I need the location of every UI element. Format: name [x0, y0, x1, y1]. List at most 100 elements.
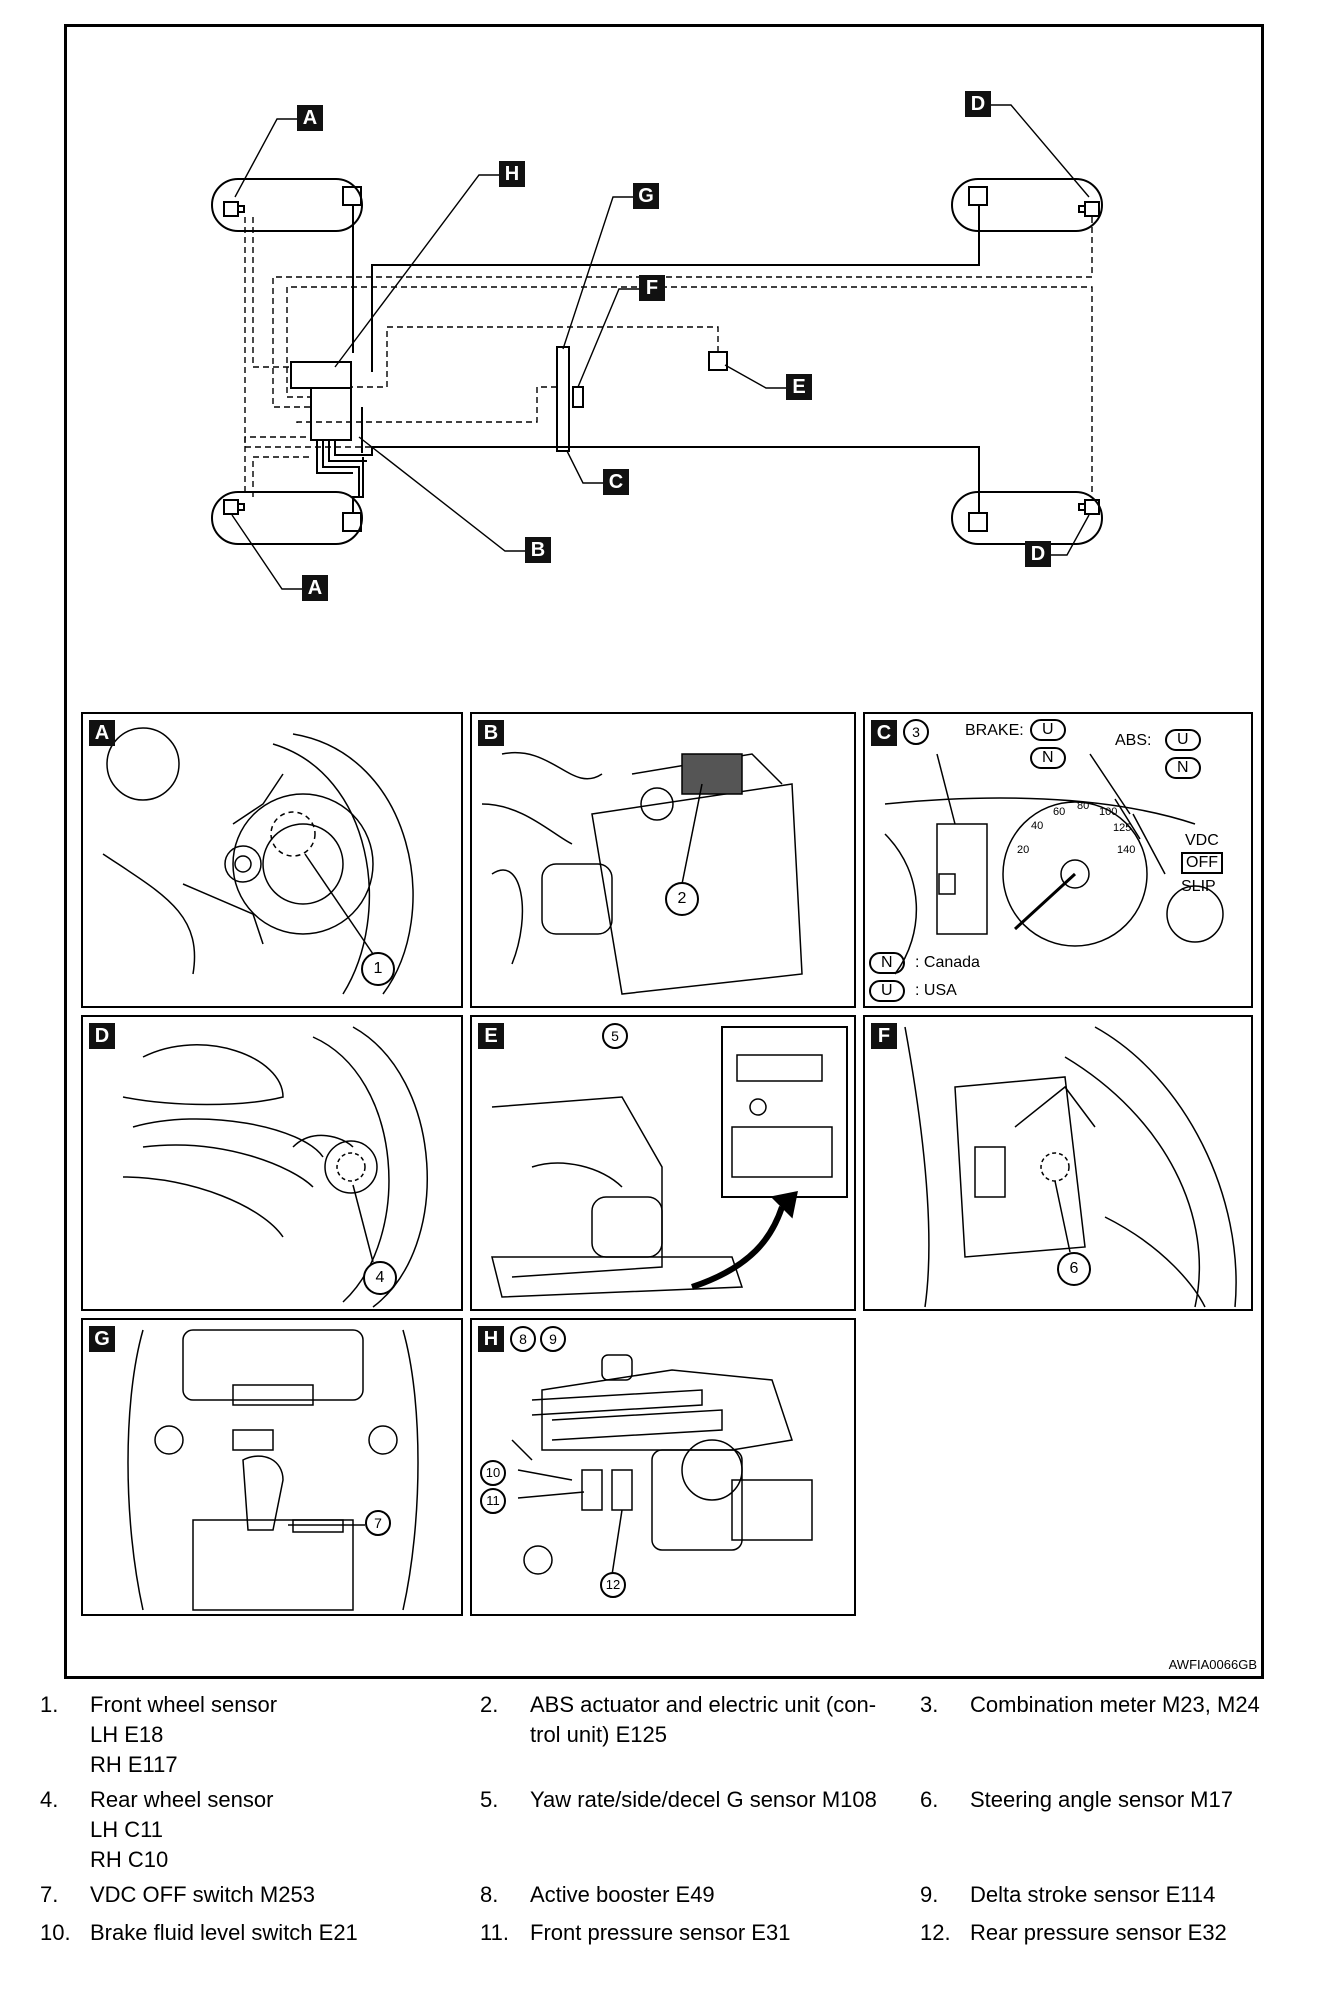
abs-label: ABS:	[1115, 732, 1152, 749]
legend-number: 5.	[480, 1787, 499, 1812]
callout-12: 12	[600, 1572, 626, 1598]
callout-3: 3	[903, 719, 929, 745]
legend-item-2: 2. ABS actuator and electric unit (con- …	[480, 1690, 920, 1785]
legend-text: Steering angle sensor M17	[970, 1787, 1233, 1812]
overview-label-c: C	[603, 469, 629, 495]
legend-number: 2.	[480, 1692, 499, 1717]
abs-usa-code: U	[1165, 729, 1201, 751]
overview-label-a-top: A	[297, 105, 323, 131]
legend-item-3: 3. Combination meter M23, M24	[920, 1690, 1310, 1785]
callout-5: 5	[602, 1023, 628, 1049]
panel-g-label: G	[89, 1326, 115, 1352]
callout-2: 2	[665, 882, 699, 916]
shift-console-illustration	[127, 1329, 419, 1611]
panel-c-combination-meter: C 3 BRAKE: U N ABS: U N VDC OFF SLIP 20 …	[863, 712, 1253, 1008]
legend-text: Front pressure sensor E31	[530, 1920, 791, 1945]
legend-number: 3.	[920, 1692, 939, 1717]
speed-tick-125: 125	[1113, 822, 1132, 834]
legend-number: 7.	[40, 1882, 59, 1907]
speed-tick-20: 20	[1017, 844, 1030, 856]
callout-9: 9	[540, 1326, 566, 1352]
legend-text: Brake fluid level switch E21	[90, 1920, 358, 1945]
callout-11: 11	[480, 1488, 506, 1514]
front-wheel-illustration	[102, 727, 414, 995]
legend-item-7: 7. VDC OFF switch M253	[40, 1880, 480, 1916]
panel-e-label: E	[478, 1023, 504, 1049]
legend-item-9: 9. Delta stroke sensor E114	[920, 1880, 1310, 1916]
panel-d-rear-wheel-sensor: D 4	[81, 1015, 463, 1311]
brake-canada-code: N	[1030, 747, 1066, 769]
slip-indicator-label: SLIP	[1181, 878, 1216, 895]
panel-b-label: B	[478, 720, 504, 746]
callout-1: 1	[361, 952, 395, 986]
speed-tick-140: 140	[1117, 844, 1136, 856]
panel-c-label: C	[871, 720, 897, 746]
figure-code: AWFIA0066GB	[1168, 1657, 1257, 1672]
legend-text: Delta stroke sensor E114	[970, 1882, 1216, 1907]
panel-b-abs-actuator: B 2	[470, 712, 856, 1008]
legend-canada-code: N	[869, 952, 905, 974]
overview-label-f: F	[639, 275, 665, 301]
legend-item-4: 4. Rear wheel sensor LH C11 RH C10	[40, 1785, 480, 1880]
legend-item-10: 10. Brake fluid level switch E21	[40, 1918, 480, 1954]
panel-d-label: D	[89, 1023, 115, 1049]
brake-booster-illustration	[511, 1354, 813, 1576]
combination-meter-illustration	[884, 753, 1224, 975]
legend-canada-text: : Canada	[915, 954, 980, 971]
legend-number: 11.	[480, 1920, 509, 1945]
front-right-wheel	[951, 178, 1103, 232]
legend-item-1: 1. Front wheel sensor LH E18 RH E117	[40, 1690, 480, 1785]
legend-usa-text: : USA	[915, 982, 957, 999]
legend-number: 12.	[920, 1920, 951, 1945]
speed-tick-100: 100	[1099, 806, 1118, 818]
legend-usa-code: U	[869, 980, 905, 1002]
vehicle-layout-schematic	[211, 104, 1103, 590]
speed-tick-40: 40	[1031, 820, 1044, 832]
rear-wheel-illustration	[122, 1026, 428, 1308]
overview-label-h: H	[499, 161, 525, 187]
center-console-illustration	[491, 1026, 848, 1298]
callout-10: 10	[480, 1460, 506, 1486]
panel-a-label: A	[89, 720, 115, 746]
legend-item-5: 5. Yaw rate/side/decel G sensor M108	[480, 1785, 920, 1880]
legend-item-11: 11. Front pressure sensor E31	[480, 1918, 920, 1954]
overview-label-g: G	[633, 183, 659, 209]
component-location-figure: A A B C D D E F G H A 1	[64, 24, 1264, 1679]
panel-f-label: F	[871, 1023, 897, 1049]
panel-h-label: H	[478, 1326, 504, 1352]
legend-number: 8.	[480, 1882, 499, 1907]
legend-item-12: 12. Rear pressure sensor E32	[920, 1918, 1310, 1954]
legend-text: Rear wheel sensor LH C11 RH C10	[90, 1787, 274, 1872]
panel-g-vdc-off-switch: G 7	[81, 1318, 463, 1616]
front-left-wheel	[211, 178, 363, 232]
callout-8: 8	[510, 1326, 536, 1352]
speed-tick-80: 80	[1077, 800, 1090, 812]
legend-text: Yaw rate/side/decel G sensor M108	[530, 1787, 877, 1812]
engine-bay-illustration	[481, 751, 803, 995]
legend-item-6: 6. Steering angle sensor M17	[920, 1785, 1310, 1880]
legend-text: Combination meter M23, M24	[970, 1692, 1260, 1717]
legend-number: 9.	[920, 1882, 939, 1907]
brake-usa-code: U	[1030, 719, 1066, 741]
legend-text: VDC OFF switch M253	[90, 1882, 315, 1907]
brake-label: BRAKE:	[965, 722, 1024, 739]
legend-number: 10.	[40, 1920, 71, 1945]
legend-item-8: 8. Active booster E49	[480, 1880, 920, 1916]
panel-f-steering-angle-sensor: F 6	[863, 1015, 1253, 1311]
overview-label-d-top: D	[965, 91, 991, 117]
vdc-indicator-label: VDC	[1185, 832, 1219, 849]
legend-text: Active booster E49	[530, 1882, 715, 1907]
overview-label-a-bottom: A	[302, 575, 328, 601]
overview-label-b: B	[525, 537, 551, 563]
callout-7: 7	[365, 1510, 391, 1536]
legend-text: Rear pressure sensor E32	[970, 1920, 1227, 1945]
legend-number: 1.	[40, 1692, 59, 1717]
panel-a-front-wheel-sensor: A 1	[81, 712, 463, 1008]
callout-6: 6	[1057, 1252, 1091, 1286]
callout-4: 4	[363, 1261, 397, 1295]
speed-tick-60: 60	[1053, 806, 1066, 818]
panel-h-active-booster: H 8 9 10 11 12	[470, 1318, 856, 1616]
panel-e-yaw-rate-sensor: E 5	[470, 1015, 856, 1311]
abs-canada-code: N	[1165, 757, 1201, 779]
overview-label-d-bottom: D	[1025, 541, 1051, 567]
